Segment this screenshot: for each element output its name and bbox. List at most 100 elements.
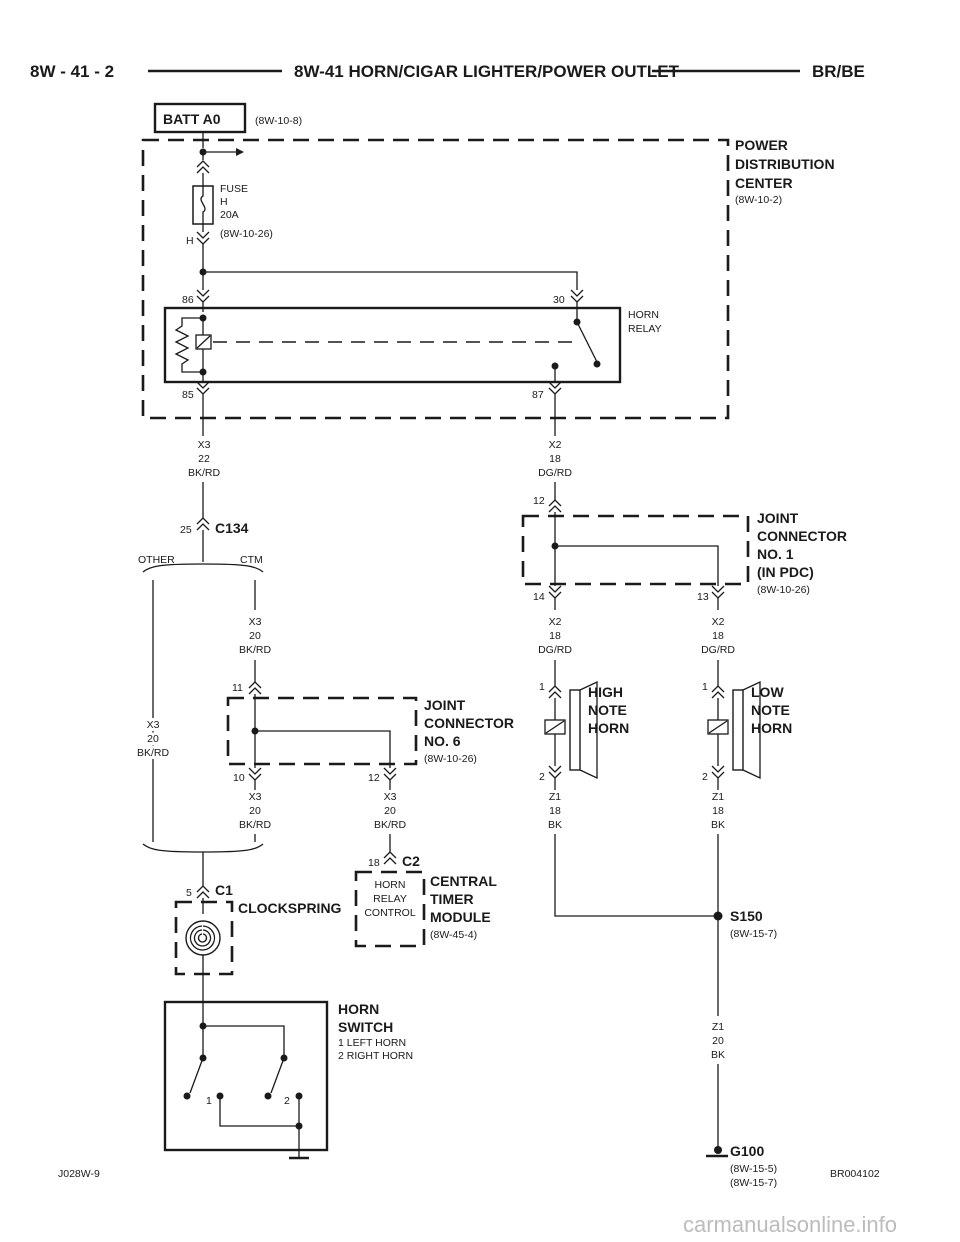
wire-x3-20-10: X3 20 BK/RD: [239, 791, 272, 831]
svg-text:X3: X3: [147, 719, 160, 731]
svg-text:BK/RD: BK/RD: [188, 467, 221, 479]
relay-outputs: 85 87: [182, 372, 562, 436]
svg-text:JOINT: JOINT: [424, 697, 466, 713]
relay-pin86: 86: [182, 294, 194, 306]
svg-text:18: 18: [712, 630, 724, 642]
wire-z1-18-b: Z1 18 BK: [711, 791, 725, 831]
svg-text:18: 18: [549, 630, 561, 642]
svg-text:5: 5: [186, 887, 192, 899]
wire-z1-18-a: Z1 18 BK: [548, 791, 562, 831]
pdc-line1: POWER: [735, 137, 788, 153]
relay-line1: HORN: [628, 309, 659, 321]
svg-text:20: 20: [147, 733, 159, 745]
wire-x2-18-a: X2 18 DG/RD: [538, 439, 572, 479]
svg-text:BK: BK: [711, 819, 725, 831]
svg-text:S150: S150: [730, 908, 763, 924]
svg-text:(8W-45-4): (8W-45-4): [430, 929, 477, 941]
svg-text:18: 18: [549, 453, 561, 465]
pdc-line2: DISTRIBUTION: [735, 156, 835, 172]
svg-text:12: 12: [533, 495, 545, 507]
svg-text:DG/RD: DG/RD: [701, 644, 735, 656]
c134-connector: C134 25 OTHER CTM: [138, 482, 264, 842]
pdc-ref: (8W-10-2): [735, 194, 782, 206]
central-timer-module: 18 C2 HORN RELAY CONTROL CENTRAL TIMER M…: [354, 851, 497, 948]
svg-text:(8W-15-7): (8W-15-7): [730, 1177, 777, 1189]
svg-text:HORN: HORN: [338, 1001, 379, 1017]
svg-text:1 LEFT HORN: 1 LEFT HORN: [338, 1037, 406, 1049]
horn-relay: HORN RELAY: [163, 302, 662, 384]
svg-text:(8W-15-5): (8W-15-5): [730, 1163, 777, 1175]
svg-text:HORN: HORN: [588, 720, 629, 736]
svg-text:NO. 6: NO. 6: [424, 733, 461, 749]
svg-text:13: 13: [697, 591, 709, 603]
svg-text:22: 22: [198, 453, 210, 465]
svg-text:HIGH: HIGH: [588, 684, 623, 700]
wire-x3-20-12: X3 20 BK/RD: [374, 791, 407, 831]
svg-text:X2: X2: [712, 616, 725, 628]
svg-text:Z1: Z1: [712, 791, 724, 803]
relay-pin87: 87: [532, 389, 544, 401]
relay-line2: RELAY: [628, 323, 662, 335]
svg-text:HORN: HORN: [375, 879, 406, 891]
svg-text:20: 20: [712, 1035, 724, 1047]
svg-text:18: 18: [368, 857, 380, 869]
svg-text:Z1: Z1: [712, 1021, 724, 1033]
svg-text:2: 2: [284, 1095, 290, 1107]
wire-x3-22: X3 22 BK/RD: [188, 439, 221, 479]
wire-x2-18-c: X2 18 DG/RD: [701, 616, 735, 656]
svg-text:18: 18: [712, 805, 724, 817]
svg-text:CONTROL: CONTROL: [364, 907, 415, 919]
batt-ref: (8W-10-8): [255, 115, 302, 127]
svg-text:BK/RD: BK/RD: [137, 747, 170, 759]
svg-text:20: 20: [249, 630, 261, 642]
svg-text:1: 1: [539, 681, 545, 693]
svg-text:C2: C2: [402, 853, 420, 869]
clockspring: 5 C1 CLOCKSPRING: [174, 882, 342, 1002]
svg-text:LOW: LOW: [751, 684, 784, 700]
footer-right: BR004102: [830, 1168, 880, 1180]
power-distribution-center: POWER DISTRIBUTION CENTER (8W-10-2): [141, 137, 835, 420]
svg-text:X3: X3: [384, 791, 397, 803]
svg-text:2 RIGHT HORN: 2 RIGHT HORN: [338, 1050, 413, 1062]
c134-ctm: CTM: [240, 554, 263, 566]
fuse-ref: (8W-10-26): [220, 228, 273, 240]
svg-text:HORN: HORN: [751, 720, 792, 736]
svg-text:10: 10: [233, 772, 245, 784]
svg-text:11: 11: [232, 682, 243, 694]
svg-text:CONNECTOR: CONNECTOR: [757, 528, 847, 544]
fuse-l3: 20A: [220, 209, 239, 221]
svg-text:BK/RD: BK/RD: [374, 819, 407, 831]
svg-text:NOTE: NOTE: [588, 702, 627, 718]
svg-text:2: 2: [539, 771, 545, 783]
svg-text:BK/RD: BK/RD: [239, 644, 272, 656]
svg-text:14: 14: [533, 591, 545, 603]
wire-x3-20-other: X3 20 BK/RD: [134, 716, 173, 762]
svg-text:NOTE: NOTE: [751, 702, 790, 718]
svg-text:CENTRAL: CENTRAL: [430, 873, 497, 889]
wire-z1-20: Z1 20 BK: [711, 1021, 725, 1061]
svg-text:18: 18: [549, 805, 561, 817]
high-note-horn: 1 2 HIGH NOTE HORN: [539, 660, 629, 790]
svg-text:G100: G100: [730, 1143, 764, 1159]
svg-text:X2: X2: [549, 616, 562, 628]
ground-g100: G100 (8W-15-5) (8W-15-7): [706, 1064, 777, 1189]
svg-text:20: 20: [384, 805, 396, 817]
watermark: carmanualsonline.info: [683, 1212, 897, 1237]
svg-text:SWITCH: SWITCH: [338, 1019, 393, 1035]
svg-text:X3: X3: [198, 439, 211, 451]
pdc-line3: CENTER: [735, 175, 793, 191]
svg-text:RELAY: RELAY: [373, 893, 407, 905]
svg-text:BK/RD: BK/RD: [239, 819, 272, 831]
joint-connector-6: 11 10 12 JOINT CONNECTOR NO. 6 (8W-10-26…: [226, 660, 514, 790]
fuse-h: FUSE H 20A (8W-10-26) H: [186, 132, 273, 272]
svg-text:1: 1: [702, 681, 708, 693]
batt-label: BATT A0: [163, 111, 221, 127]
svg-text:NO. 1: NO. 1: [757, 546, 794, 562]
footer-left: J028W-9: [58, 1168, 100, 1180]
relay-pin85: 85: [182, 389, 194, 401]
svg-text:DG/RD: DG/RD: [538, 467, 572, 479]
page-header: 8W - 41 - 2 8W-41 HORN/CIGAR LIGHTER/POW…: [30, 62, 865, 81]
svg-text:JOINT: JOINT: [757, 510, 799, 526]
joint-connector-1: 12 14 13 JOINT CONNECTOR NO. 1 (IN PDC) …: [521, 482, 847, 610]
